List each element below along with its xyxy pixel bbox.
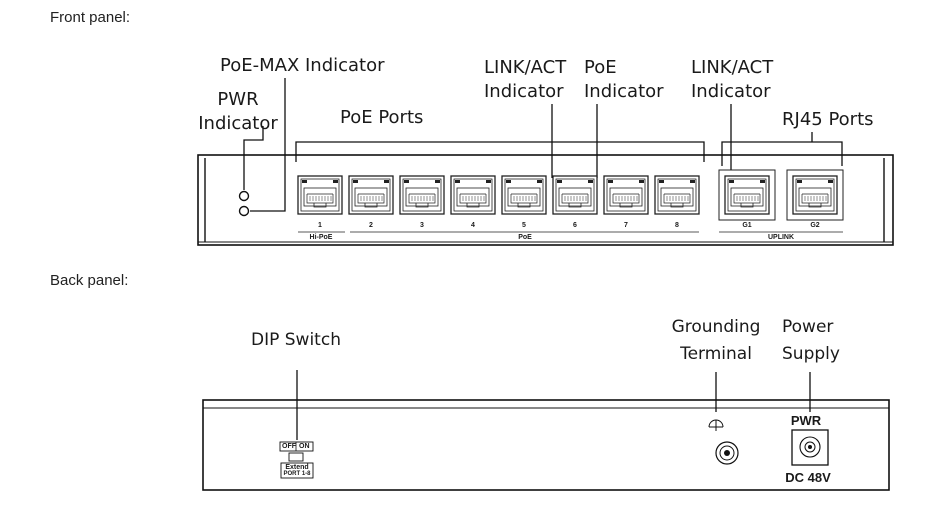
pwr-port-label: PWR <box>790 413 822 428</box>
dip-switch-label: DIP Switch <box>251 330 341 350</box>
poe-port <box>399 175 445 215</box>
port-number: 8 <box>675 222 679 229</box>
port-number: 1 <box>318 222 322 229</box>
dip-switch-icon <box>279 441 314 452</box>
uplink-port <box>792 175 838 215</box>
poe-port <box>552 175 598 215</box>
port-number: 2 <box>369 222 373 229</box>
uplink-port-number: G2 <box>810 222 820 229</box>
dip-off-label: OFF <box>282 443 296 450</box>
port-number: 5 <box>522 222 526 229</box>
port-number: 6 <box>573 222 577 229</box>
poe-port <box>654 175 700 215</box>
poe-max-indicator-label: PoE-MAX Indicator <box>220 55 385 76</box>
port-number: 7 <box>624 222 628 229</box>
uplink-port <box>724 175 770 215</box>
port-number: 4 <box>471 222 475 229</box>
pwr-indicator-label: PWR Indicator <box>198 89 278 134</box>
poe-port <box>297 175 343 215</box>
poe-port <box>450 175 496 215</box>
poe-port <box>348 175 394 215</box>
power-supply-label: Power Supply <box>782 317 840 364</box>
back-chassis <box>202 399 890 491</box>
grounding-terminal-label: Grounding Terminal <box>671 317 761 364</box>
uplink-group-label: UPLINK <box>767 234 795 241</box>
poe-indicator-label: PoE Indicator <box>584 57 664 102</box>
hi-poe-group-label: Hi-PoE <box>309 234 333 241</box>
pwr-led-icon <box>238 190 250 202</box>
uplink-port-number: G1 <box>742 222 752 229</box>
dc-rating-label: DC 48V <box>785 470 831 485</box>
poe-port <box>501 175 547 215</box>
poe-max-led-icon <box>238 205 250 217</box>
dip-on-label: ON <box>299 443 310 450</box>
dip-mode-label: Extend <box>285 464 309 471</box>
front-panel-title: Front panel: <box>50 9 131 26</box>
back-panel-title: Back panel: <box>50 272 129 289</box>
poe-port <box>603 175 649 215</box>
rj45-ports-label: RJ45 Ports <box>782 109 874 130</box>
link-act-indicator-label: LINK/ACT Indicator <box>484 57 567 102</box>
poe-group-label: PoE <box>518 234 532 241</box>
uplink-link-act-indicator-label: LINK/ACT Indicator <box>691 57 774 102</box>
poe-ports-label: PoE Ports <box>340 107 424 128</box>
dip-ports-label: PORT 1-8 <box>283 471 311 477</box>
port-number: 3 <box>420 222 424 229</box>
